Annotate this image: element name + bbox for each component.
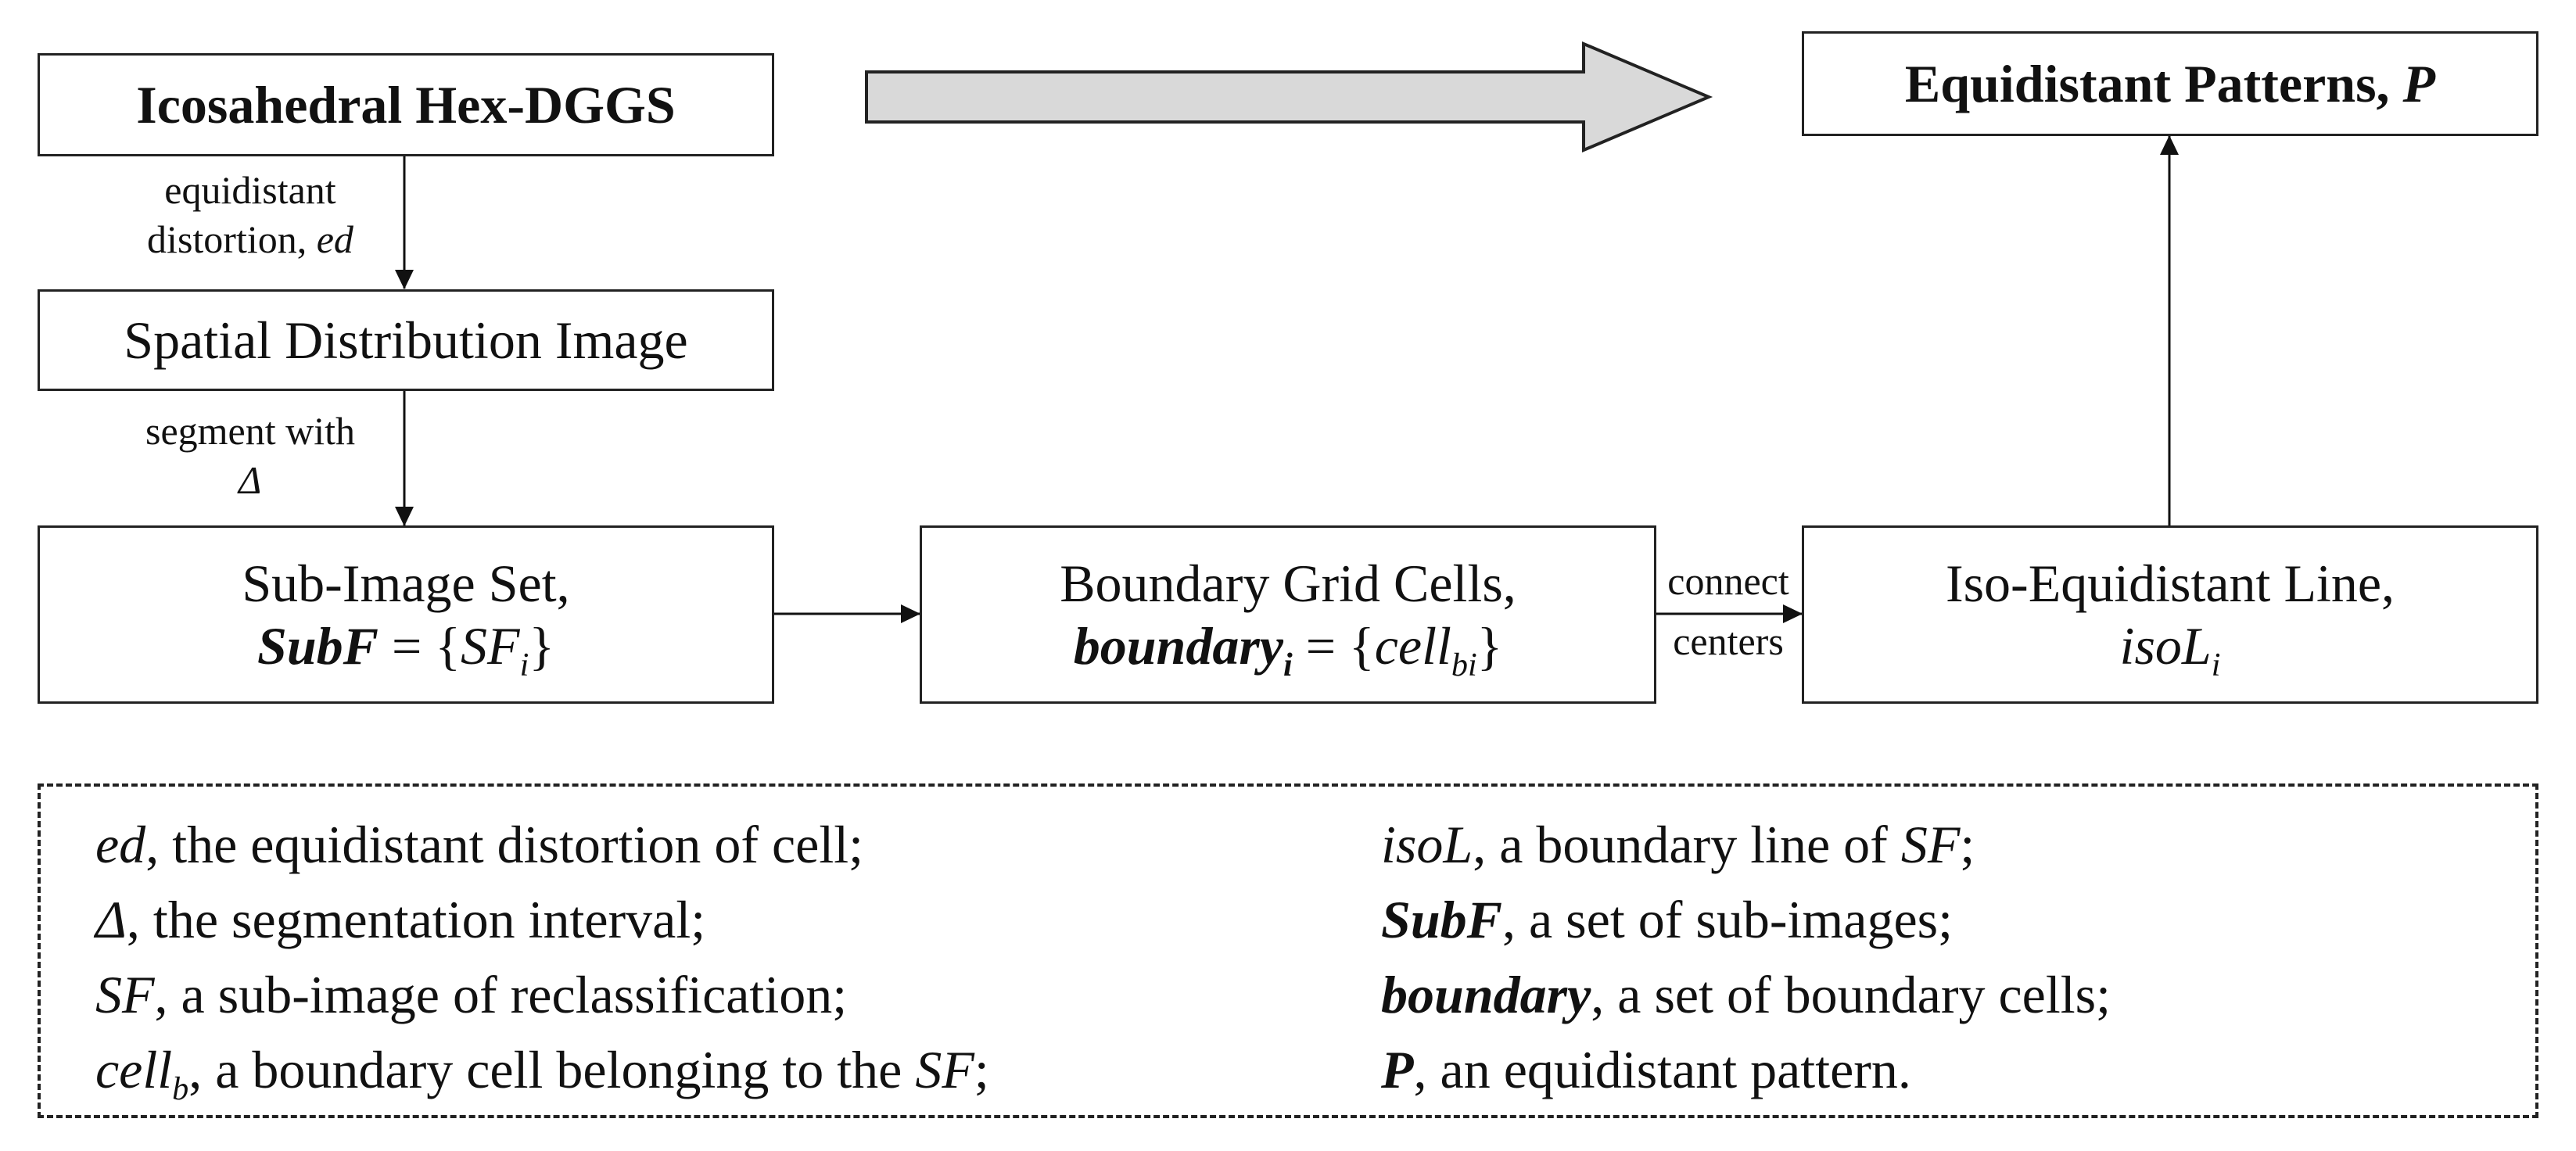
- iso-equidistant-line-box: Iso-Equidistant Line, isoLi: [1802, 525, 2538, 704]
- legend-item-delta: Δ, the segmentation interval;: [95, 890, 706, 949]
- connect-centers-label: connect centers: [1667, 559, 1789, 663]
- arrowhead-icon: [395, 270, 414, 289]
- iso-equidistant-line-title: Iso-Equidistant Line,: [1945, 553, 2395, 613]
- legend-item-sf: SF, a sub-image of reclassification;: [95, 965, 848, 1024]
- boundary-grid-cells-formula: boundaryi = {cellbi}: [1073, 616, 1503, 683]
- arrowhead-icon: [395, 507, 414, 526]
- spatial-distribution-box: Spatial Distribution Image: [38, 289, 774, 391]
- legend-item-cellb: cellb, a boundary cell belonging to the …: [95, 1040, 989, 1107]
- dggs-label: Icosahedral Hex-DGGS: [136, 74, 676, 134]
- legend-box: ed, the equidistant distortion of cell; …: [38, 783, 2538, 1118]
- legend-item-ed: ed, the equidistant distortion of cell;: [95, 815, 864, 874]
- sub-image-set-title: Sub-Image Set,: [242, 553, 570, 613]
- legend-item-subf: SubF, a set of sub-images;: [1381, 890, 1953, 949]
- arrowhead-icon: [2160, 135, 2179, 155]
- equidistant-distortion-label: equidistant distortion, ed: [147, 168, 353, 261]
- boundary-grid-cells-title: Boundary Grid Cells,: [1060, 553, 1516, 613]
- sub-image-set-box: Sub-Image Set, SubF = {SFi}: [38, 525, 774, 704]
- legend-item-boundary: boundary, a set of boundary cells;: [1381, 965, 2111, 1024]
- iso-equidistant-line-formula: isoLi: [2119, 616, 2221, 683]
- boundary-grid-cells-box: Boundary Grid Cells, boundaryi = {cellbi…: [920, 525, 1656, 704]
- spatial-distribution-label: Spatial Distribution Image: [124, 310, 688, 370]
- sub-image-set-formula: SubF = {SFi}: [257, 616, 554, 683]
- process-flow-arrow: [865, 41, 1713, 153]
- dggs-box: Icosahedral Hex-DGGS: [38, 53, 774, 156]
- arrowhead-icon: [1783, 604, 1803, 623]
- legend-item-isol: isoL, a boundary line of SF;: [1381, 815, 1975, 874]
- equidistant-patterns-box: Equidistant Patterns, P: [1802, 31, 2538, 136]
- arrowhead-icon: [901, 604, 920, 623]
- segment-label: segment with Δ: [145, 409, 356, 502]
- equidistant-patterns-label: Equidistant Patterns, P: [1904, 53, 2436, 113]
- legend-item-p: P, an equidistant pattern.: [1381, 1040, 1911, 1099]
